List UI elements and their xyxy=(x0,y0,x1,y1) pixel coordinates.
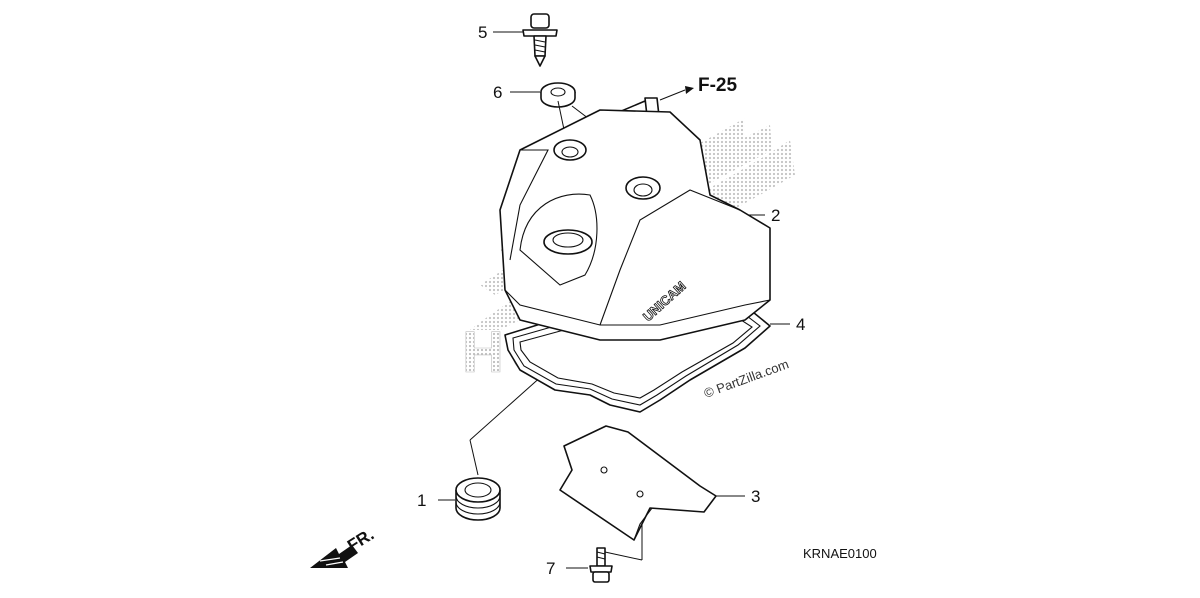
flange-bolt-part xyxy=(589,547,613,583)
reference-label-f25[interactable]: F-25 xyxy=(698,75,738,96)
heat-shield-part xyxy=(559,425,717,541)
rubber-washer-part xyxy=(540,82,576,108)
callout-7[interactable]: 7 xyxy=(546,559,555,578)
cylinder-head-cover-part: UNICAM xyxy=(499,109,771,341)
callout-1[interactable]: 1 xyxy=(417,491,426,510)
callout-4[interactable]: 4 xyxy=(796,315,805,334)
callout-6[interactable]: 6 xyxy=(493,83,502,102)
cap-seal-part xyxy=(455,477,501,521)
diagram-code: KRNAE0100 xyxy=(803,546,877,561)
callout-5[interactable]: 5 xyxy=(478,23,487,42)
reference-arrow-icon xyxy=(685,86,694,94)
bolt-part xyxy=(522,13,558,67)
callout-3[interactable]: 3 xyxy=(751,487,760,506)
callout-2[interactable]: 2 xyxy=(771,206,780,225)
front-direction-arrow-icon xyxy=(310,545,358,568)
